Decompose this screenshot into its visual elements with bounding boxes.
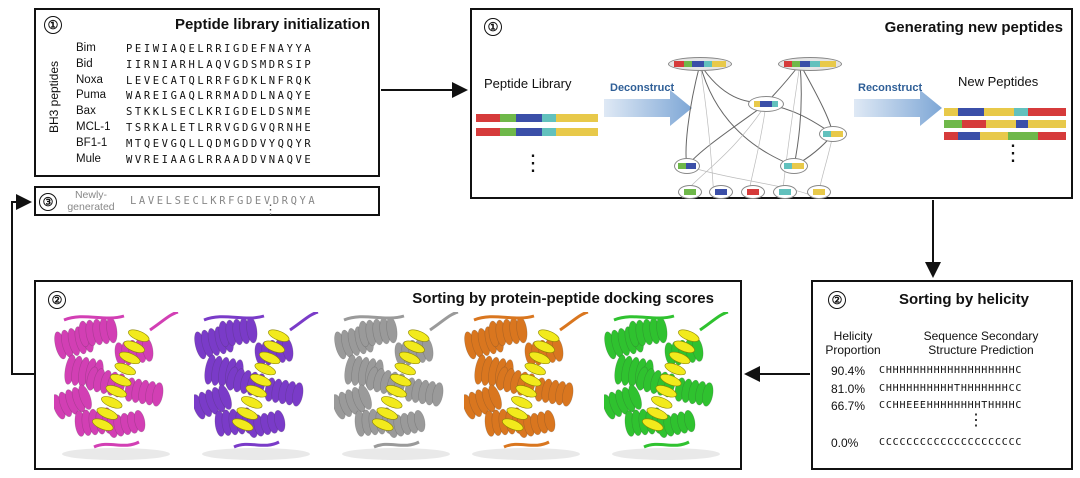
ss-prediction: CHHHHHHHHHHHHHHHHHHHC	[879, 365, 1023, 376]
reconstruct-arrow	[854, 90, 942, 126]
peptide-sequence: LEVECATQLRRFGDKLNFRQK	[126, 74, 314, 87]
fragment-segment	[1014, 108, 1028, 116]
ss-prediction-header: Sequence Secondary Structure Prediction	[923, 329, 1039, 357]
fragment-segment	[476, 114, 500, 122]
panel-title: Sorting by protein-peptide docking score…	[412, 290, 714, 307]
vertical-ellipsis: ⋮	[264, 202, 277, 217]
sorting-helicity-panel: ② Sorting by helicity Helicity Proportio…	[811, 280, 1073, 470]
fragment-node	[807, 185, 831, 199]
step-number: ③	[39, 193, 57, 211]
fragment-segment	[1028, 108, 1066, 116]
ss-prediction: CCCCCCCCCCCCCCCCCCCCC	[879, 437, 1023, 448]
reconstruct-label: Reconstruct	[858, 82, 923, 94]
peptide-sequence: TSRKALETLRRVGDGVQRNHE	[126, 122, 314, 134]
generating-peptides-panel: ① Generating new peptides Peptide Librar…	[470, 8, 1073, 199]
docking-structure-purple	[194, 312, 319, 460]
peptide-sequence: WVREIAAGLRRAADDVNAQVE	[126, 153, 314, 166]
peptide-name: Bim	[76, 42, 96, 54]
fragment-node	[773, 185, 797, 199]
docking-structure-orange	[464, 312, 589, 460]
fragment-segment	[500, 128, 516, 136]
fragment-segment	[958, 132, 980, 140]
new-peptide-bar	[944, 120, 1066, 128]
step-number: ①	[484, 18, 502, 36]
peptide-sequence: WAREIGAQLRRMADDLNAQYE	[126, 90, 314, 103]
library-bar	[476, 114, 598, 122]
new-peptides-ellipsis: ⋮	[1002, 140, 1024, 165]
fragment-segment	[958, 108, 984, 116]
library-bar	[476, 128, 598, 136]
new-peptide-bar	[944, 108, 1066, 116]
fragment-segment	[962, 120, 986, 128]
fragment-segment	[944, 108, 958, 116]
fragment-node	[674, 158, 700, 174]
step-number: ②	[828, 291, 846, 309]
fragment-node	[668, 57, 732, 71]
peptide-name: Bid	[76, 57, 93, 70]
fragment-segment	[1038, 132, 1066, 140]
helicity-percent: 81.0%	[831, 382, 866, 396]
ss-prediction: CCHHEEEHHHHHHHHTHHHHC	[879, 400, 1023, 411]
deconstruct-label: Deconstruct	[610, 82, 675, 94]
peptide-sequence: STKKLSECLKRIGDELDSNME	[126, 106, 314, 119]
newly-generated-label: Newly-generated	[67, 189, 115, 213]
fragment-segment	[1028, 120, 1066, 128]
peptide-library-init-panel: ① Peptide library initialization BH3 pep…	[34, 8, 380, 177]
peptide-name: MCL-1	[76, 121, 111, 133]
step-number: ①	[44, 16, 62, 34]
panel-title: Generating new peptides	[884, 19, 1063, 36]
fragment-node	[741, 185, 765, 199]
fragment-segment	[984, 108, 1014, 116]
library-ellipsis: ⋮	[522, 150, 544, 175]
peptide-sequence: IIRNIARHLAQVGDSMDRSIP	[126, 58, 314, 71]
fragment-segment	[980, 132, 1008, 140]
fragment-node	[778, 57, 842, 71]
fragment-node	[819, 126, 847, 142]
new-peptides-label: New Peptides	[958, 74, 1039, 89]
new-peptide-sequence: LAVELSECLKRFGDEVDRQYA	[130, 195, 318, 207]
fragment-node	[780, 158, 808, 174]
fragment-segment	[1016, 120, 1028, 128]
panel-title: Sorting by helicity	[899, 291, 1030, 308]
peptide-name: Puma	[76, 89, 107, 102]
step-number: ②	[48, 291, 66, 309]
helicity-percent: 0.0%	[831, 436, 859, 450]
fragment-segment	[542, 128, 556, 136]
peptide-name: Noxa	[76, 73, 103, 86]
helicity-proportion-header: Helicity Proportion	[825, 329, 881, 357]
docking-structure-gray	[334, 312, 459, 460]
fragment-segment	[944, 132, 958, 140]
panel-title: Peptide library initialization	[174, 16, 370, 33]
ss-prediction: CHHHHHHHHHHTHHHHHHHCC	[879, 383, 1023, 394]
fragment-segment	[516, 128, 542, 136]
fragment-node	[748, 96, 784, 112]
docking-structure-green	[604, 312, 729, 460]
peptide-sequence: PEIWIAQELRRIGDEFNAYYA	[126, 43, 314, 55]
fragment-segment	[556, 128, 598, 136]
peptide-sequence: MTQEVGQLLQDMGDDVYQQYR	[126, 137, 314, 150]
peptide-name: Mule	[76, 152, 101, 165]
fragment-segment	[986, 120, 1016, 128]
fragment-segment	[1008, 132, 1038, 140]
newly-generated-panel: ③ Newly-generated LAVELSECLKRFGDEVDRQYA …	[34, 186, 380, 217]
peptide-name: BF1-1	[76, 136, 108, 149]
vertical-ellipsis: ⋮	[968, 412, 984, 429]
sorting-docking-panel: ② Sorting by protein-peptide docking sco…	[34, 280, 742, 470]
fragment-node	[678, 185, 702, 199]
peptide-library-label: Peptide Library	[484, 76, 572, 91]
docking-structure-magenta	[54, 312, 179, 460]
deconstruct-arrow	[604, 90, 692, 126]
fragment-segment	[944, 120, 962, 128]
helicity-percent: 90.4%	[831, 364, 866, 378]
helicity-percent: 66.7%	[831, 399, 866, 413]
fragment-node	[709, 185, 733, 199]
fragment-segment	[516, 114, 542, 122]
fragment-segment	[542, 114, 556, 122]
fragment-segment	[500, 114, 516, 122]
fragment-segment	[556, 114, 598, 122]
new-peptide-bar	[944, 132, 1066, 140]
peptide-name: Bax	[76, 105, 96, 118]
fragment-segment	[476, 128, 500, 136]
